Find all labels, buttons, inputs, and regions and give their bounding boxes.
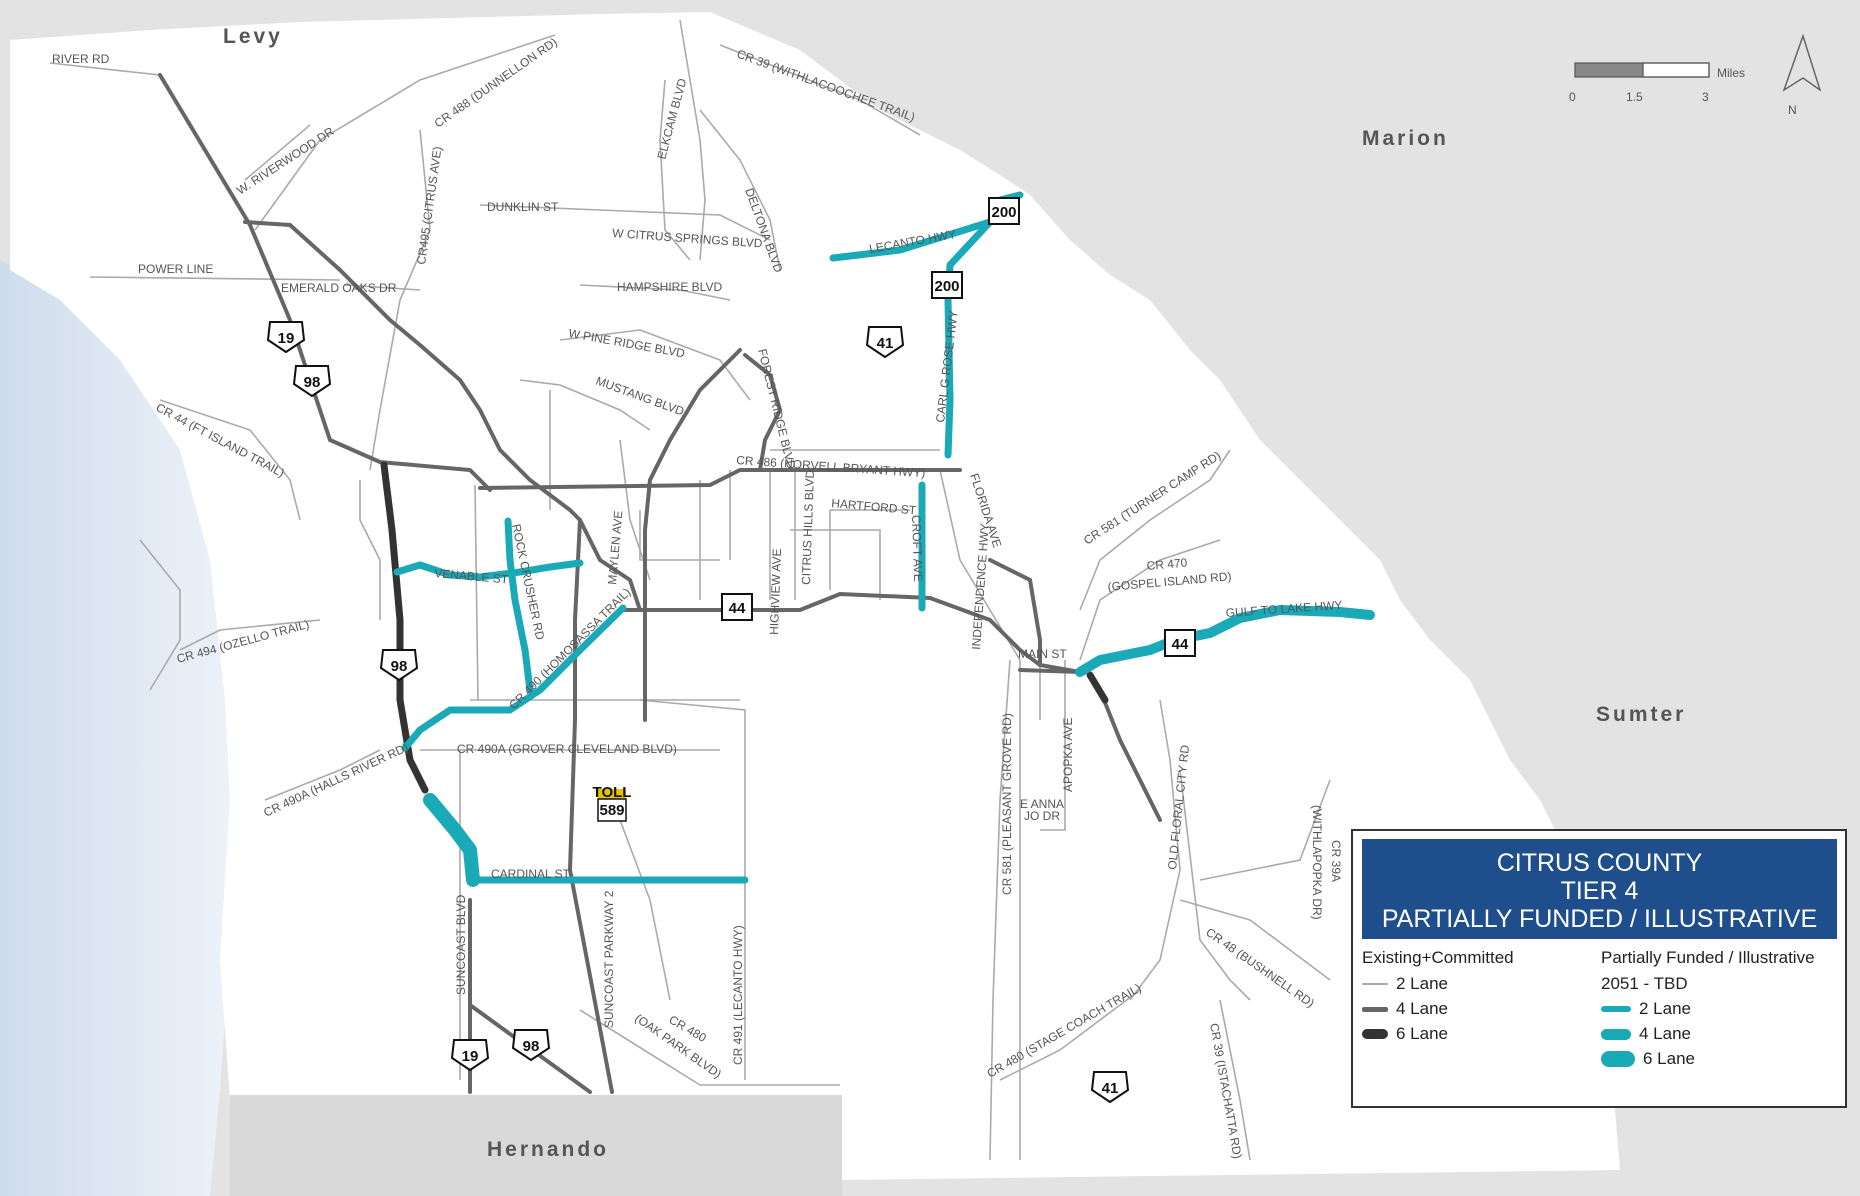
road-label-emerald-oaks: EMERALD OAKS DR [281, 281, 397, 295]
svg-text:N: N [1788, 103, 1797, 117]
svg-text:589: 589 [599, 802, 624, 819]
road-label-e-anna: E ANNA [1020, 797, 1064, 811]
road-label-power-line: POWER LINE [138, 262, 213, 276]
road-label-dunklin: DUNKLIN ST [487, 200, 559, 214]
county-label-levy: Levy [223, 25, 283, 48]
road-label-highview: HIGHVIEW AVE [767, 548, 784, 635]
road-label-venable: VENABLE ST [434, 566, 510, 586]
legend-title-line-1: CITRUS COUNTY [1496, 849, 1703, 877]
road-label-hampshire: HAMPSHIRE BLVD [617, 280, 722, 294]
scale-bar: Miles 0 1.5 3 [1569, 62, 1745, 104]
road-label-cr491: CR 491 (LECANTO HWY) [731, 925, 745, 1065]
svg-text:98: 98 [304, 374, 321, 391]
citrus-county-land [10, 12, 1620, 1180]
road-label-croft: CROFT AVE [909, 515, 925, 582]
legend-swatch-6lane [1362, 1029, 1388, 1039]
legend-existing-2lane-label: 2 Lane [1396, 974, 1448, 993]
legend-swatch-4lane [1362, 1006, 1388, 1012]
legend-planned-2lane: 2 Lane [1601, 999, 1691, 1019]
scale-tick-2: 3 [1702, 90, 1709, 104]
svg-text:19: 19 [462, 1048, 479, 1065]
hernando-area [230, 1095, 842, 1196]
legend-existing-4lane-label: 4 Lane [1396, 999, 1448, 1018]
us41-shield-south: 41 [1090, 1071, 1130, 1104]
svg-text:200: 200 [934, 278, 959, 295]
road-label-jo-dr: JO DR [1024, 809, 1060, 823]
road-label-apopka: APOPKA AVE [1061, 718, 1075, 792]
road-label-cr470: CR 470 [1146, 555, 1188, 573]
legend-planned-header: Partially Funded / Illustrative [1601, 948, 1815, 967]
road-label-suncoast-blvd: SUNCOAST BLVD [454, 894, 468, 995]
four-lane-roads [158, 73, 1162, 1094]
road-label-cardinal: CARDINAL ST [491, 867, 571, 881]
road-label-cr39a: CR 39A [1329, 840, 1343, 882]
legend-planned-swatch-2lane [1601, 1006, 1631, 1012]
svg-text:44: 44 [729, 600, 746, 617]
legend-title: CITRUS COUNTY TIER 4 PARTIALLY FUNDED / … [1362, 839, 1837, 939]
county-label-marion: Marion [1362, 127, 1449, 150]
svg-text:98: 98 [523, 1038, 540, 1055]
us19-shield-south: 19 [450, 1039, 490, 1072]
road-label-main-st: MAIN ST [1018, 647, 1067, 661]
legend-existing-2lane: 2 Lane [1362, 974, 1448, 994]
north-arrow-icon: N [1782, 33, 1822, 117]
svg-text:44: 44 [1172, 636, 1189, 653]
legend-existing-4lane: 4 Lane [1362, 999, 1448, 1019]
legend-planned-6lane: 6 Lane [1601, 1049, 1695, 1069]
svg-text:200: 200 [991, 204, 1016, 221]
legend-planned-4lane: 4 Lane [1601, 1024, 1691, 1044]
svg-text:98: 98 [391, 658, 408, 675]
legend-title-line-2: TIER 4 [1560, 877, 1639, 905]
road-label-cr581-pleasant: CR 581 (PLEASANT GROVE RD) [1000, 713, 1014, 895]
sr200-shield-north: 200 [988, 197, 1020, 225]
scale-tick-0: 0 [1569, 90, 1576, 104]
legend-planned-sub: 2051 - TBD [1601, 974, 1688, 993]
toll589-shield: TOLL 589 [593, 784, 632, 822]
sr44-shield-west: 44 [721, 593, 753, 621]
svg-text:TOLL: TOLL [593, 784, 632, 801]
legend-existing-header: Existing+Committed [1362, 948, 1514, 967]
us98-shield: 98 [292, 365, 332, 398]
legend-planned-6lane-label: 6 Lane [1643, 1049, 1695, 1068]
legend-swatch-2lane [1362, 983, 1388, 985]
road-label-citrus-hills: CITRUS HILLS BLVD [799, 469, 817, 585]
sr44-shield-east: 44 [1164, 629, 1196, 657]
svg-text:41: 41 [1102, 1080, 1119, 1097]
road-label-river-rd: RIVER RD [52, 52, 110, 66]
road-label-withlapopka: (WITHLAPOPKA DR) [1310, 805, 1324, 920]
us98-shield-south: 98 [379, 649, 419, 682]
map-legend: CITRUS COUNTY TIER 4 PARTIALLY FUNDED / … [1351, 829, 1847, 1108]
scale-tick-1: 1.5 [1626, 90, 1643, 104]
scale-unit: Miles [1717, 66, 1745, 80]
legend-planned-2lane-label: 2 Lane [1639, 999, 1691, 1018]
county-label-sumter: Sumter [1596, 703, 1686, 726]
legend-planned-swatch-4lane [1601, 1028, 1631, 1040]
us41-shield: 41 [865, 326, 905, 359]
road-label-cr490a-grover: CR 490A (GROVER CLEVELAND BLVD) [457, 742, 677, 756]
road-label-suncoast-pkwy: SUNCOAST PARKWAY 2 [602, 890, 616, 1028]
svg-text:41: 41 [877, 335, 894, 352]
us19-shield: 19 [266, 321, 306, 354]
legend-title-line-3: PARTIALLY FUNDED / ILLUSTRATIVE [1381, 905, 1818, 933]
svg-text:19: 19 [278, 330, 295, 347]
sr200-shield-south: 200 [931, 271, 963, 299]
legend-existing-6lane: 6 Lane [1362, 1024, 1448, 1044]
us98-shield-southeast: 98 [511, 1029, 551, 1062]
legend-existing-6lane-label: 6 Lane [1396, 1024, 1448, 1043]
road-label-maylen: MAYLEN AVE [605, 510, 625, 585]
legend-planned-4lane-label: 4 Lane [1639, 1024, 1691, 1043]
legend-planned-swatch-6lane [1601, 1051, 1635, 1067]
gulf-water [0, 260, 240, 1196]
county-label-hernando: Hernando [487, 1138, 609, 1161]
